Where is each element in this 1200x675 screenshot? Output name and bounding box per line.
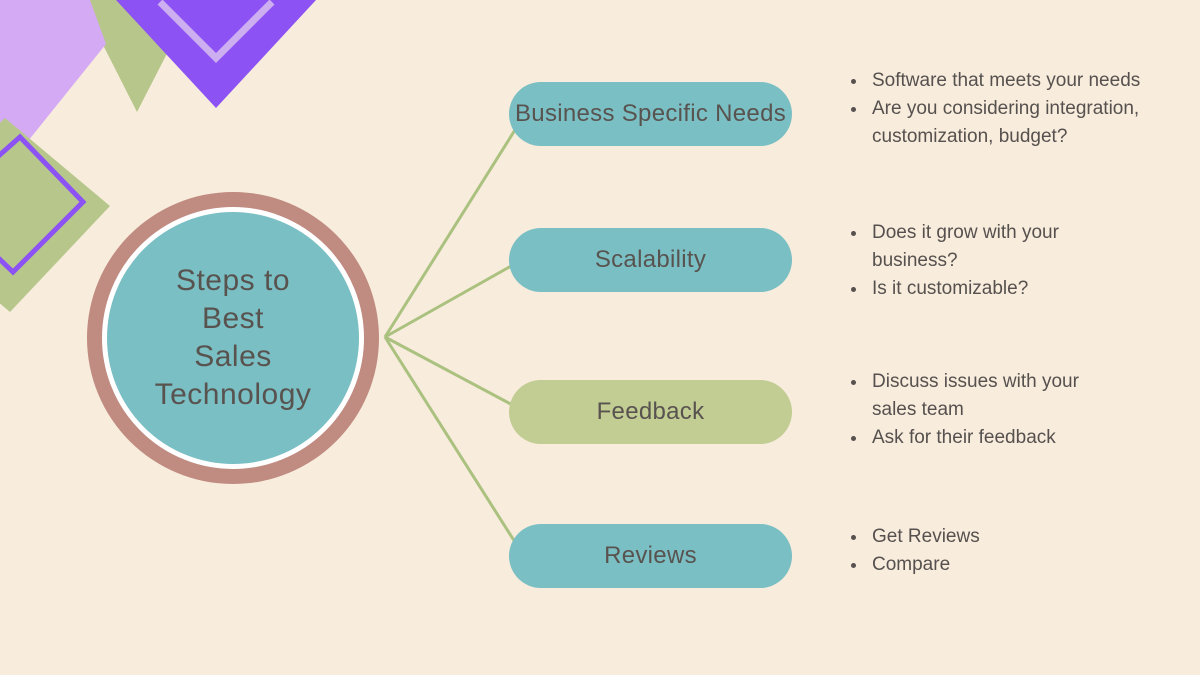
bullet-list-business-specific-needs: Software that meets your needs Are you c… xyxy=(846,67,1200,151)
central-title-line-1: Steps to xyxy=(175,264,291,297)
node-pill-label: Scalability xyxy=(594,246,707,273)
connector-line-scalability xyxy=(384,259,521,339)
bullet-item: Discuss issues with your sales team xyxy=(868,368,1200,424)
central-title-line-3: Sales xyxy=(194,340,272,373)
node-pill-scalability: Scalability xyxy=(509,228,792,292)
decor-green-diamond-top xyxy=(80,0,195,112)
connector-line-feedback xyxy=(384,335,521,411)
decor-purple-triangle xyxy=(116,0,316,108)
node-pill-label: Reviews xyxy=(604,542,697,569)
bullet-item: Is it customizable? xyxy=(868,275,1200,303)
decor-green-diamond-left xyxy=(0,118,110,312)
central-node-title: Steps to Best Sales Technology xyxy=(155,262,312,414)
decor-lavender-diamond xyxy=(0,0,106,146)
bullet-item: Software that meets your needs xyxy=(868,67,1200,95)
bullet-item: Get Reviews xyxy=(868,523,1200,551)
node-pill-label: Feedback xyxy=(596,398,705,425)
connector-line-business-specific-needs xyxy=(383,121,522,338)
central-title-line-4: Technology xyxy=(154,378,312,411)
bullet-item: Does it grow with your business? xyxy=(868,219,1200,275)
bullet-item: Are you considering integration, customi… xyxy=(868,95,1200,151)
node-pill-business-specific-needs: Business Specific Needs xyxy=(509,82,792,146)
node-pill-feedback: Feedback xyxy=(509,380,792,444)
decor-lavender-chevron xyxy=(157,0,275,63)
node-pill-label: Business Specific Needs xyxy=(514,100,787,127)
central-node: Steps to Best Sales Technology xyxy=(102,207,364,469)
decor-purple-outline-diamond xyxy=(0,133,87,276)
bullet-item: Ask for their feedback xyxy=(868,424,1200,452)
bullet-item: Compare xyxy=(868,551,1200,579)
bullet-list-scalability: Does it grow with your business? Is it c… xyxy=(846,219,1200,303)
bullet-list-feedback: Discuss issues with your sales team Ask … xyxy=(846,368,1200,452)
bullet-list-reviews: Get Reviews Compare xyxy=(846,523,1200,579)
central-title-line-2: Best xyxy=(201,302,265,335)
node-pill-reviews: Reviews xyxy=(509,524,792,588)
connector-line-reviews xyxy=(383,336,522,551)
